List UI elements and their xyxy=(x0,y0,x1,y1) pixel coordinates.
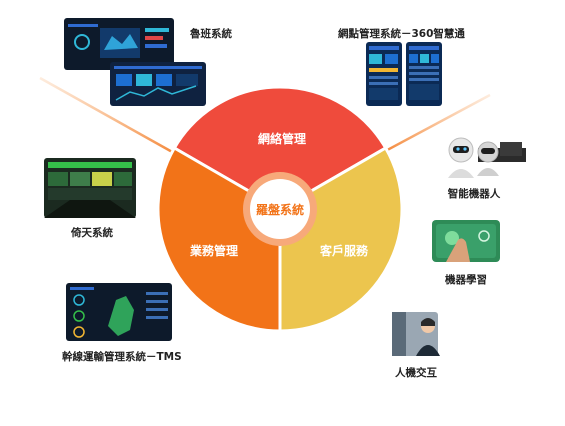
yitian-thumbnail xyxy=(44,158,136,218)
person-icon xyxy=(392,312,440,356)
segment-label-business: 業務管理 xyxy=(189,243,238,258)
tms-dashboard-thumbnail xyxy=(66,283,172,341)
segment-network xyxy=(172,85,388,211)
module-label-hmi: 人機交互 xyxy=(395,366,437,379)
segment-label-network: 網絡管理 xyxy=(258,131,306,146)
module-label-luban: 魯班系統 xyxy=(189,27,232,40)
module-label-yitian: 倚天系統 xyxy=(70,226,113,239)
hand-touch-icon xyxy=(432,220,500,262)
center-disc xyxy=(250,179,310,239)
module-label-360: 網點管理系統－360智慧通 xyxy=(338,27,465,40)
luban-dashboard-thumbnail xyxy=(64,18,206,106)
module-label-tms: 幹線運輸管理系統－TMS xyxy=(62,350,182,363)
center-title: 羅盤系統 xyxy=(256,202,304,217)
module-label-ml: 機器學習 xyxy=(445,273,487,286)
robot-icon xyxy=(448,137,526,178)
segment-label-customer: 客戶服務 xyxy=(319,243,369,258)
module-label-robot: 智能機器人 xyxy=(447,187,501,200)
connector-line xyxy=(377,93,491,157)
connector-line xyxy=(39,76,184,160)
app-360-thumbnail xyxy=(366,42,442,106)
